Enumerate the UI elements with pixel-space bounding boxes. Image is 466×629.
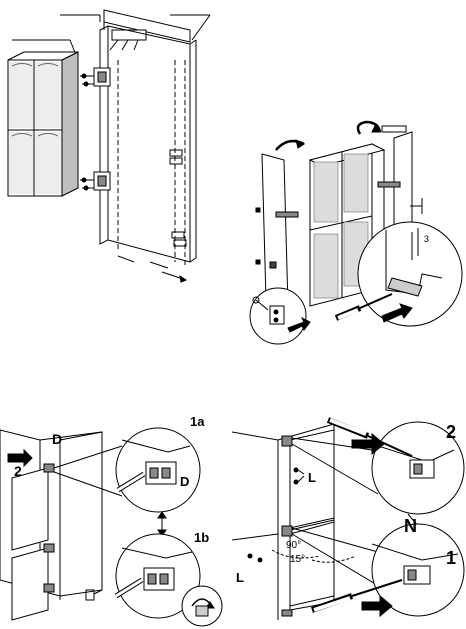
hinge-adjust-d-drawing: D 2 D 1a 1b [0, 410, 230, 629]
label-step-1b: 1b [194, 530, 209, 545]
label-n: N [404, 516, 417, 536]
mounting-exploded-drawing [0, 0, 230, 300]
door-reversal-drawing: 3 [232, 110, 466, 350]
hinge-angle-drawing: 2 L N 90° 15° 1 L [232, 410, 466, 629]
label-l-bottom: L [236, 570, 244, 585]
diagram-mounting-exploded [0, 0, 230, 300]
label-l-top: L [308, 470, 316, 485]
diagram-hinge-adjust-d: D 2 D 1a 1b [0, 410, 230, 629]
label-step-1a: 1a [190, 414, 205, 429]
label-d-callout: D [180, 474, 189, 489]
label-d-main: D [52, 431, 62, 447]
diagram-hinge-angle: 2 L N 90° 15° 1 L [232, 410, 466, 629]
label-step-1: 1 [446, 548, 456, 568]
label-step-2: 2 [14, 463, 22, 479]
label-angle-90: 90° [286, 540, 301, 551]
label-angle-15: 15° [290, 554, 305, 565]
diagram-door-reversal: 3 [232, 110, 466, 350]
dimension-label: 3 [424, 234, 429, 244]
label-step-2: 2 [446, 422, 456, 442]
